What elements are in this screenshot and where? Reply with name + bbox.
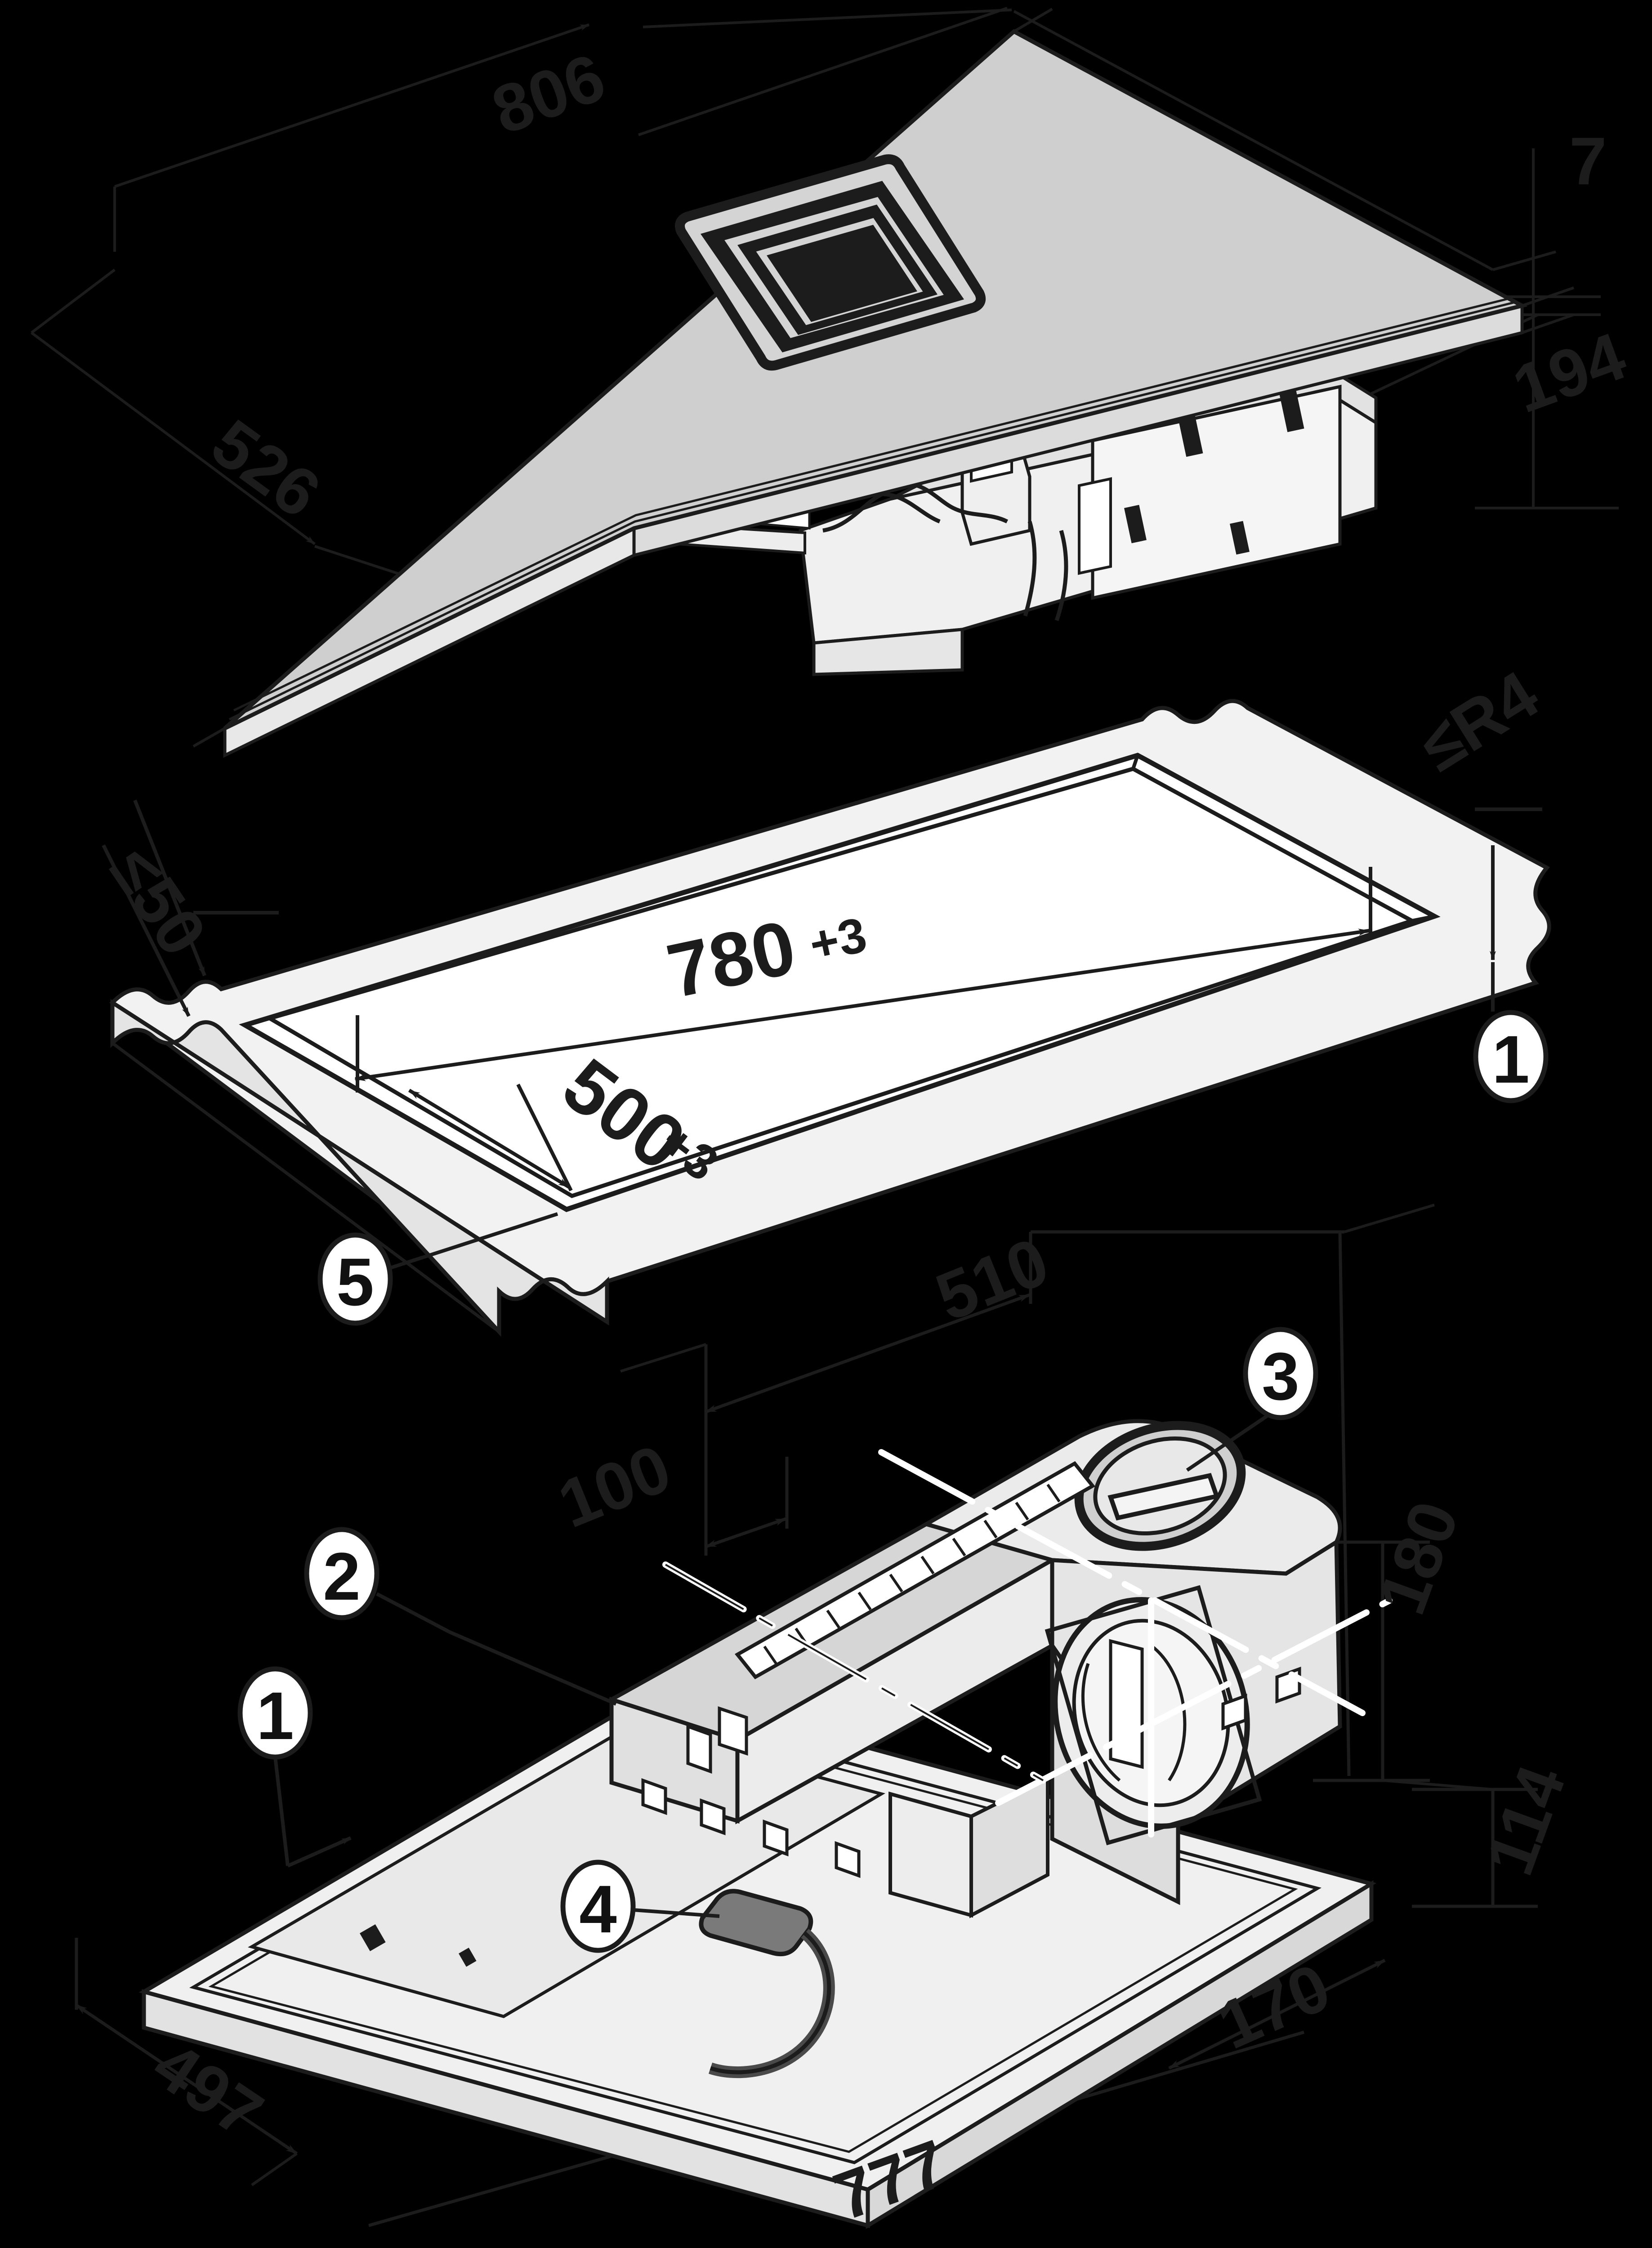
callout-2-unit-label: 2 xyxy=(323,1539,360,1614)
appliance-lower-housing xyxy=(552,374,1378,676)
mount-clips xyxy=(641,1667,1301,1878)
callout-3-unit-label: 3 xyxy=(1262,1338,1299,1414)
callout-1-unit: 1 xyxy=(237,1666,352,1868)
extension-rays-top xyxy=(192,8,1574,748)
callout-5-cutout: 5 xyxy=(317,1212,558,1326)
round-port xyxy=(1074,1421,1246,1551)
leader-leR4 xyxy=(1475,807,1542,960)
callout-4-unit-label: 4 xyxy=(579,1871,616,1947)
extractor-housing xyxy=(606,1419,1393,1905)
dim-7: 7 xyxy=(1569,123,1607,199)
dim-780-tol: +3 xyxy=(804,907,871,972)
callout-3-unit: 3 xyxy=(1186,1327,1318,1472)
extension-rays-bottom xyxy=(251,1204,1493,2186)
callout-1-unit-label: 1 xyxy=(256,1678,294,1753)
callout-5-label: 5 xyxy=(336,1244,374,1320)
extractor-slot xyxy=(675,154,986,371)
callout-1-cutout: 1 xyxy=(1473,962,1549,1103)
dimension-lines-top xyxy=(31,7,1619,586)
callout-2-unit: 2 xyxy=(304,1527,617,1706)
dim-line-780 xyxy=(354,867,1372,1093)
dim-line-500 xyxy=(408,1084,573,1191)
callout-1-label: 1 xyxy=(1492,1021,1529,1097)
view-worktop-cutout: 1 5 780 +3 500 +3 ≤50 ≤R4 xyxy=(96,656,1551,1337)
appliance-glass-top xyxy=(223,29,1528,758)
centre-axis-outline xyxy=(665,1564,1044,1781)
leader-le50 xyxy=(102,799,279,1017)
view-extractor-unit: 1 2 3 4 510 100 180 114 497 170 777 xyxy=(75,1204,1580,2235)
callout-4-unit: 4 xyxy=(560,1860,720,1953)
